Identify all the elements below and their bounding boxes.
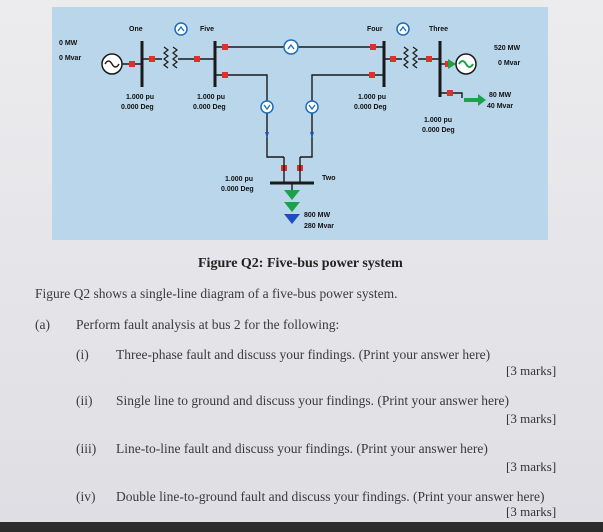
five-bus-diagram: One Five Four Three Two 0 MW 0 Mvar 520 … <box>52 7 548 240</box>
bus-label-two: Two <box>322 175 335 182</box>
breaker-one-five-b <box>194 56 200 62</box>
load-bottom-arrow-3-icon <box>284 214 300 224</box>
bus-one-angle: 0.000 Deg <box>121 104 154 111</box>
flow-indicator-five-four-icon <box>283 39 299 55</box>
load-bottom-q: 280 Mvar <box>304 223 334 230</box>
transformer-one-five-icon <box>163 46 178 69</box>
load-bottom-p: 800 MW <box>304 212 330 219</box>
question-iii-text: Line-to-line fault and discuss your find… <box>116 441 488 456</box>
bus-four-voltage: 1.000 pu <box>358 94 386 101</box>
breaker-four-three-a <box>390 56 396 62</box>
bus-label-five: Five <box>200 26 214 33</box>
bus-label-one: One <box>129 26 143 33</box>
question-iv-marks: [3 marks] <box>506 504 557 519</box>
bus-label-three: Three <box>429 26 448 33</box>
breaker-four-three-b <box>426 56 432 62</box>
breaker-five-two-a <box>222 72 228 78</box>
question-iv-text: Double line-to-ground fault and discuss … <box>116 489 545 504</box>
breaker-five-four-b <box>370 44 376 50</box>
single-line-diagram: One Five Four Three Two 0 MW 0 Mvar 520 … <box>59 22 520 230</box>
breaker-gen-left <box>129 61 135 67</box>
flow-indicator-four-three-icon <box>396 22 410 36</box>
question-iii-marks: [3 marks] <box>506 459 557 474</box>
load-bottom-arrow-2-icon <box>284 202 300 212</box>
breaker-five-four-a <box>222 44 228 50</box>
bus-five-angle: 0.000 Deg <box>193 104 226 111</box>
question-i-text: Three-phase fault and discuss your findi… <box>116 347 491 362</box>
load-bottom-arrow-1-icon <box>284 190 300 200</box>
flow-indicator-five-two-icon <box>260 100 274 114</box>
question-ii-marks: [3 marks] <box>506 411 557 426</box>
question-iii-number: (iii) <box>76 441 97 456</box>
screen-bottom-edge <box>0 522 603 532</box>
gen-left-q: 0 Mvar <box>59 55 81 62</box>
bus-label-four: Four <box>367 26 383 33</box>
load-right-p: 80 MW <box>489 92 512 99</box>
question-ii-text: Single line to ground and discuss your f… <box>116 393 509 408</box>
bus-one-voltage: 1.000 pu <box>126 94 154 101</box>
breaker-load-right <box>447 90 453 96</box>
bus-four-angle: 0.000 Deg <box>354 104 387 111</box>
gen-right-p: 520 MW <box>494 45 520 52</box>
bus-two-angle: 0.000 Deg <box>221 186 254 193</box>
load-right-q: 40 Mvar <box>487 103 513 110</box>
breaker-four-two-a <box>369 72 375 78</box>
breaker-one-five-a <box>149 56 155 62</box>
transformer-four-three-icon <box>403 46 418 69</box>
bus-three-voltage: 1.000 pu <box>424 117 452 124</box>
bus-five-voltage: 1.000 pu <box>197 94 225 101</box>
flow-indicator-one-five-icon <box>174 22 188 36</box>
flow-indicator-four-two-icon <box>305 100 319 114</box>
question-i-marks: [3 marks] <box>506 363 557 378</box>
question-iv-number: (iv) <box>76 489 96 504</box>
gen-right-q: 0 Mvar <box>498 60 520 67</box>
gen-left-p: 0 MW <box>59 40 78 47</box>
figure-caption: Figure Q2: Five-bus power system <box>198 256 403 271</box>
bus-three-angle: 0.000 Deg <box>422 127 455 134</box>
load-right-arrow-icon <box>464 94 486 106</box>
part-a-text: Perform fault analysis at bus 2 for the … <box>76 317 340 332</box>
part-a-label: (a) <box>35 317 50 332</box>
intro-text: Figure Q2 shows a single-line diagram of… <box>35 286 398 301</box>
question-i-number: (i) <box>76 347 89 362</box>
question-ii-number: (ii) <box>76 393 93 408</box>
bus-two-voltage: 1.000 pu <box>225 176 253 183</box>
